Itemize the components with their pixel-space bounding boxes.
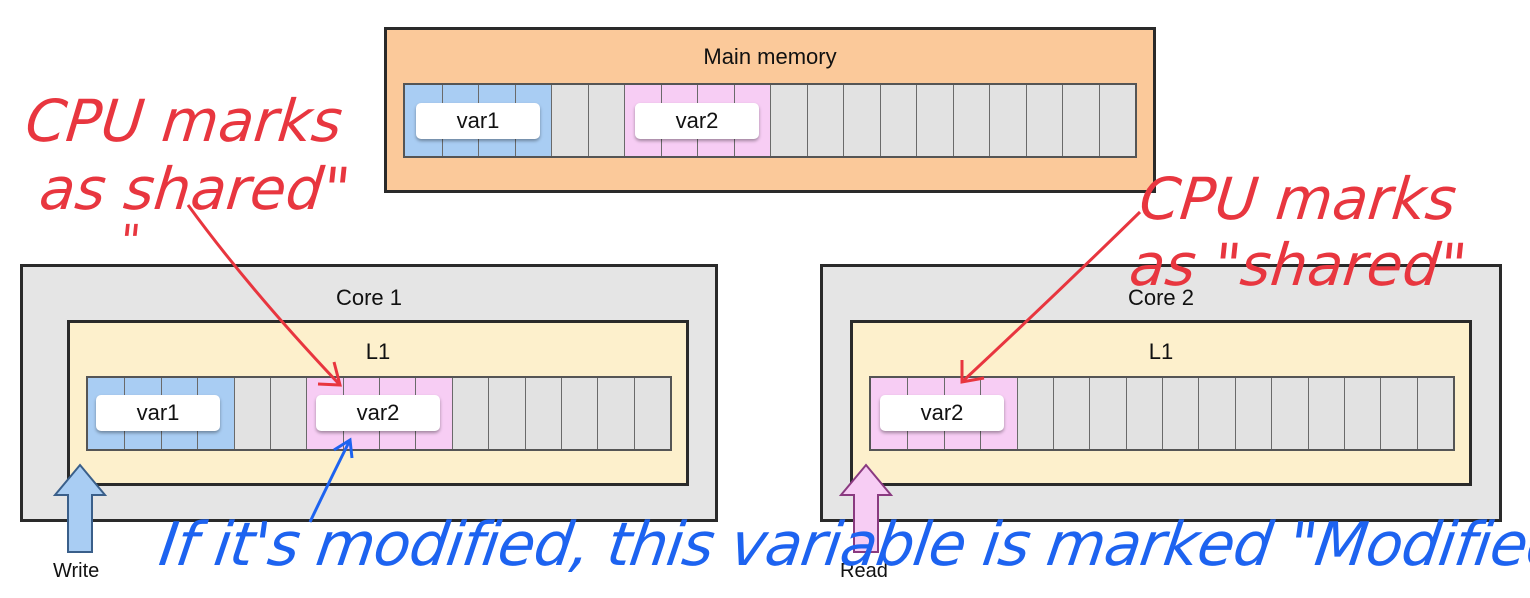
- cache-cell: [488, 378, 525, 449]
- cache-cell: [1016, 378, 1053, 449]
- blue-arrowhead-icon: [333, 437, 354, 459]
- memory-cell: [1098, 85, 1135, 156]
- memory-cell: [1062, 85, 1099, 156]
- memory-cell: [989, 85, 1026, 156]
- core1-var2-label: var2: [316, 395, 440, 431]
- memory-cell: [916, 85, 953, 156]
- right-red-arrowhead-icon: [960, 360, 985, 384]
- core2-l1-cache-row: [869, 376, 1455, 451]
- memory-cell: [806, 85, 843, 156]
- cache-cell: [633, 378, 670, 449]
- core2-l1-title: L1: [1148, 339, 1174, 364]
- core1-title: Core 1: [335, 285, 403, 310]
- cache-cell: [597, 378, 634, 449]
- memory-cell: [879, 85, 916, 156]
- right-red-arrow-icon: [960, 210, 1142, 384]
- cache-cell: [1271, 378, 1308, 449]
- left-red-arrowhead-icon: [317, 361, 342, 387]
- memory-cell: [551, 85, 588, 156]
- memory-cell: [587, 85, 624, 156]
- read-label: Read: [840, 560, 888, 582]
- blue-annotation: If it's modified, this variable is marke…: [155, 510, 1530, 580]
- cache-cell: [1416, 378, 1453, 449]
- cache-cell: [1052, 378, 1090, 449]
- cache-cell: [1343, 378, 1381, 449]
- cache-cell: [1162, 378, 1199, 449]
- read-arrow-icon: [838, 463, 894, 553]
- memory-cell: [843, 85, 880, 156]
- cache-cell: [269, 378, 307, 449]
- cache-cell: [560, 378, 598, 449]
- left-red-annotation-line1: CPU marks: [22, 87, 346, 155]
- core1-l1-title: L1: [365, 339, 391, 364]
- cache-cell: [1234, 378, 1272, 449]
- cache-cell: [1198, 378, 1235, 449]
- memory-cell: [952, 85, 989, 156]
- write-arrow-icon: [52, 463, 108, 553]
- cache-cell: [1307, 378, 1344, 449]
- left-red-arrow-icon: [186, 204, 342, 387]
- cache-cell: [233, 378, 270, 449]
- cache-cell: [1380, 378, 1417, 449]
- cache-cell: [451, 378, 489, 449]
- core1-var1-label: var1: [96, 395, 220, 431]
- write-label: Write: [53, 560, 100, 582]
- cache-cell: [524, 378, 561, 449]
- cache-cell: [1125, 378, 1162, 449]
- core2-var2-label: var2: [880, 395, 1004, 431]
- cache-cell: [1089, 378, 1126, 449]
- memory-cell: [1025, 85, 1062, 156]
- right-red-annotation-line2: as "shared": [1126, 231, 1470, 299]
- main-memory-var2-label: var2: [635, 103, 759, 139]
- core1-l1-cache-row: [86, 376, 672, 451]
- core2-title: Core 2: [1127, 285, 1195, 310]
- main-memory-title: Main memory: [703, 44, 837, 69]
- blue-arrow-icon: [308, 439, 352, 523]
- left-red-annotation-line2: as shared": [36, 155, 354, 223]
- memory-cell: [770, 85, 807, 156]
- main-memory-var1-label: var1: [416, 103, 540, 139]
- right-red-annotation-line1: CPU marks: [1136, 165, 1460, 233]
